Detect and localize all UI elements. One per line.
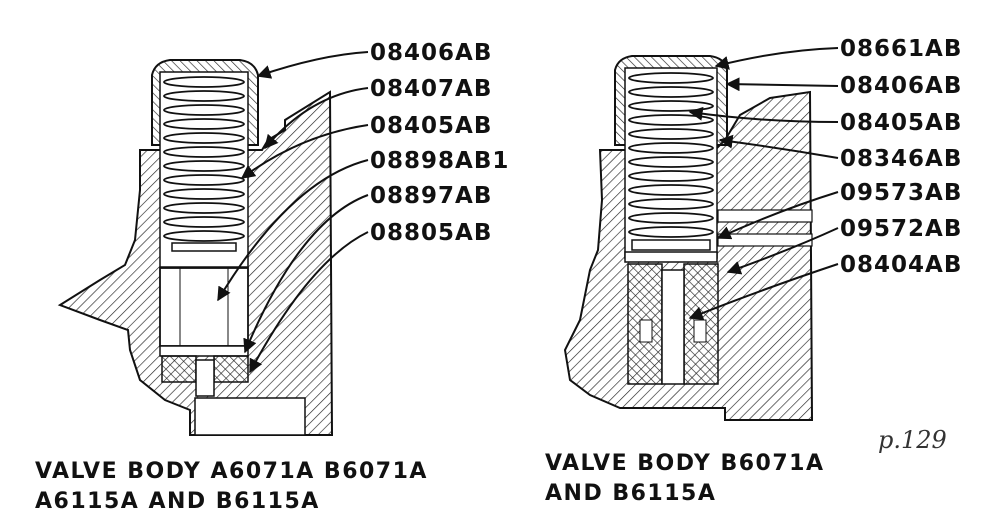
right-part-label: 08346AB bbox=[840, 146, 962, 172]
left-caption-line2: A6115A AND B6115A bbox=[35, 489, 320, 514]
right-caption-line2: AND B6115A bbox=[545, 481, 716, 506]
leader-08661AB bbox=[714, 47, 839, 70]
right-part-label: 08404AB bbox=[840, 252, 962, 278]
leader-09572AB bbox=[726, 227, 839, 275]
leader-08404AB bbox=[688, 263, 839, 320]
leader-08405AB bbox=[240, 124, 369, 179]
leader-08407AB bbox=[264, 87, 369, 150]
left-caption-line1: VALVE BODY A6071A B6071A bbox=[35, 459, 428, 484]
leader-08406AB bbox=[256, 51, 369, 79]
leader-08405AB-r bbox=[688, 106, 839, 123]
left-part-label: 08898AB1 bbox=[370, 148, 509, 174]
right-washer bbox=[624, 251, 718, 263]
right-valve-assembly bbox=[563, 55, 814, 421]
right-part-label: 08661AB bbox=[840, 36, 962, 62]
page-note: p.129 bbox=[878, 426, 947, 454]
left-washer bbox=[159, 345, 249, 357]
left-lower-seat-r bbox=[213, 355, 249, 383]
leader-08898AB1 bbox=[217, 159, 369, 302]
left-plunger bbox=[159, 267, 249, 347]
left-part-label: 08405AB bbox=[370, 113, 492, 139]
leader-08897AB bbox=[243, 194, 369, 354]
right-spring-seat bbox=[631, 239, 711, 251]
left-part-label: 08805AB bbox=[370, 220, 492, 246]
left-leader-lines bbox=[217, 51, 369, 374]
leader-08805AB bbox=[249, 231, 369, 374]
leader-08346AB bbox=[718, 134, 839, 159]
left-lower-seat-l bbox=[161, 355, 197, 383]
right-part-labels: 08661AB 08406AB 08405AB 08346AB 09573AB … bbox=[840, 36, 962, 278]
left-lower-port bbox=[195, 359, 215, 397]
left-part-label: 08407AB bbox=[370, 76, 492, 102]
right-part-label: 09573AB bbox=[840, 180, 962, 206]
right-part-label: 08406AB bbox=[840, 73, 962, 99]
right-plunger-center bbox=[661, 269, 685, 385]
left-spring-seat bbox=[171, 242, 237, 252]
right-part-label: 08405AB bbox=[840, 110, 962, 136]
right-leader-lines bbox=[688, 47, 839, 320]
right-caption-line1: VALVE BODY B6071A bbox=[545, 451, 825, 476]
left-bottom-port bbox=[194, 397, 306, 436]
left-part-labels: 08406AB 08407AB 08405AB 08898AB1 08897AB… bbox=[370, 40, 509, 246]
left-valve-assembly bbox=[57, 59, 334, 436]
right-spring bbox=[628, 72, 714, 238]
leader-09573AB bbox=[716, 191, 839, 240]
right-part-label: 09572AB bbox=[840, 216, 962, 242]
left-part-label: 08406AB bbox=[370, 40, 492, 66]
left-part-label: 08897AB bbox=[370, 183, 492, 209]
leader-08406AB-r bbox=[725, 77, 839, 92]
